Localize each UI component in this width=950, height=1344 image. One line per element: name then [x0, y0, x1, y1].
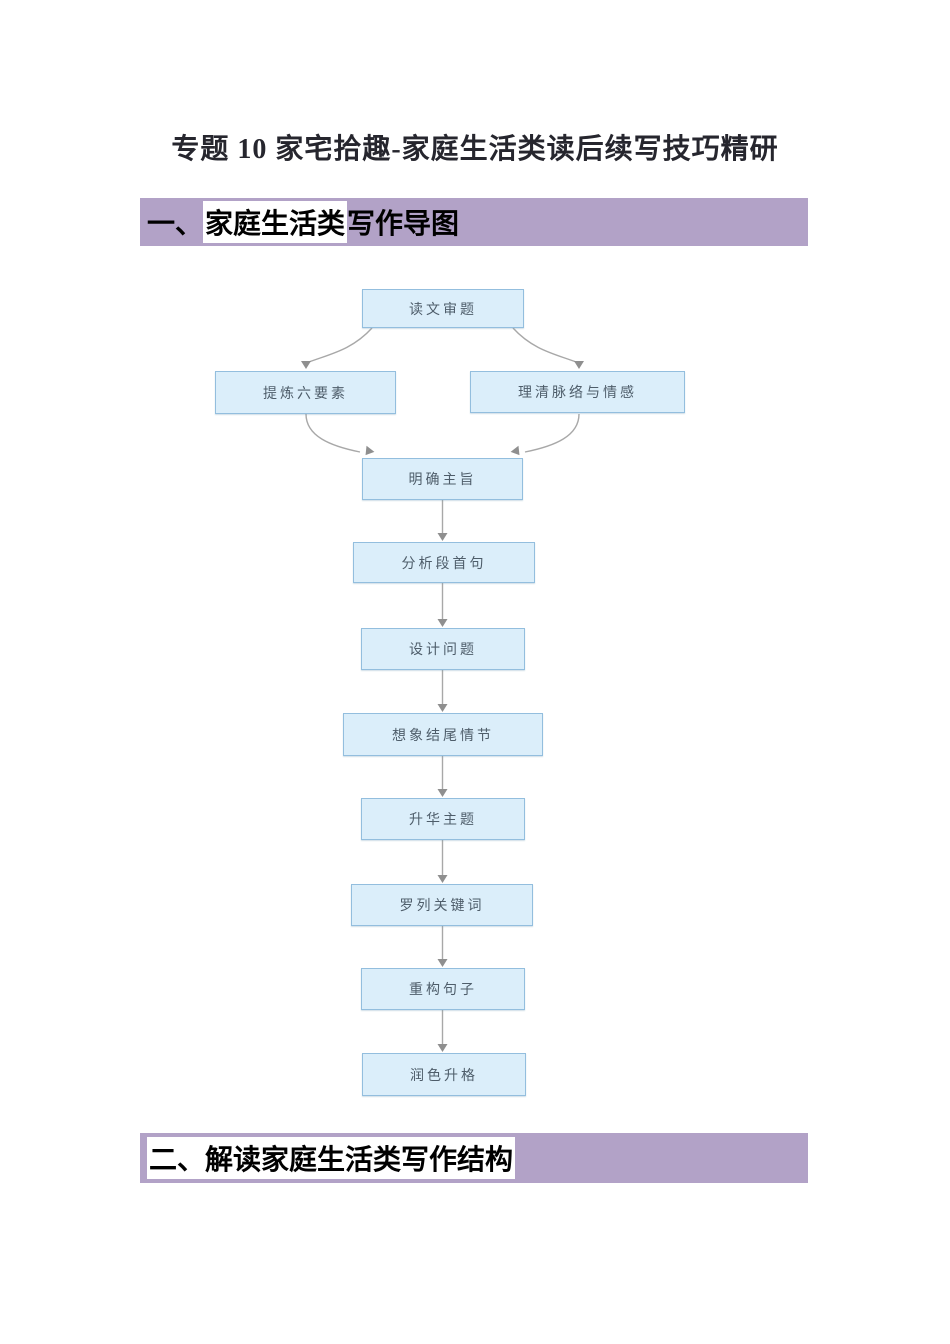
edge-merge-left	[305, 413, 361, 453]
flow-node-paragraph-openers: 分析段首句	[353, 542, 535, 583]
arrowhead	[365, 445, 375, 456]
flow-node-label: 提炼六要素	[263, 384, 348, 401]
arrowhead	[437, 789, 448, 797]
section-1-suffix: 写作导图	[347, 208, 460, 239]
page-title: 专题 10 家宅拾趣-家庭生活类读后续写技巧精研	[171, 134, 779, 165]
flow-node-rebuild-sentences: 重构句子	[361, 968, 525, 1010]
flow-node-label: 明确主旨	[408, 471, 477, 487]
section-header-1: 一、家庭生活类写作导图	[140, 198, 808, 246]
section-1-highlighted-text: 家庭生活类	[203, 201, 348, 243]
flow-node-six-elements: 提炼六要素	[215, 371, 396, 414]
arrowhead	[574, 361, 584, 369]
flow-node-clarify-theme: 明确主旨	[362, 458, 523, 500]
flow-node-design-questions: 设计问题	[361, 628, 525, 670]
section-2-highlighted-text: 二、解读家庭生活类写作结构	[147, 1137, 516, 1179]
arrowhead	[437, 875, 448, 883]
flow-node-label: 设计问题	[409, 641, 477, 657]
flow-node-imagine-ending: 想象结尾情节	[343, 713, 543, 756]
flow-node-label: 分析段首句	[401, 554, 487, 571]
arrowhead	[437, 533, 448, 541]
flow-node-label: 理清脉络与情感	[518, 384, 637, 400]
arrowhead	[437, 704, 448, 712]
arrowhead	[510, 445, 520, 456]
flow-node-elevate-theme: 升华主题	[361, 798, 525, 840]
section-header-2: 二、解读家庭生活类写作结构	[140, 1133, 808, 1183]
flow-node-label: 重构句子	[409, 981, 477, 997]
flow-node-label: 罗列关键词	[399, 897, 485, 913]
arrowhead	[437, 959, 448, 967]
edge-split-right	[512, 327, 577, 363]
flow-node-list-keywords: 罗列关键词	[351, 884, 533, 926]
flow-node-plot-and-emotion: 理清脉络与情感	[470, 371, 685, 413]
edge-split-left	[308, 327, 373, 363]
edge-merge-right	[524, 413, 580, 453]
section-1-number: 一、	[147, 208, 204, 239]
flow-node-label: 润色升格	[410, 1066, 478, 1083]
arrowhead	[437, 1044, 448, 1052]
flow-node-polish-and-upgrade: 润色升格	[362, 1053, 526, 1096]
arrowhead	[437, 619, 448, 627]
flow-node-label: 想象结尾情节	[392, 726, 494, 743]
flow-node-label: 读文审题	[409, 300, 477, 317]
arrowhead	[301, 361, 311, 369]
flow-node-label: 升华主题	[409, 811, 477, 827]
flow-node-read-and-analyze: 读文审题	[362, 289, 524, 328]
